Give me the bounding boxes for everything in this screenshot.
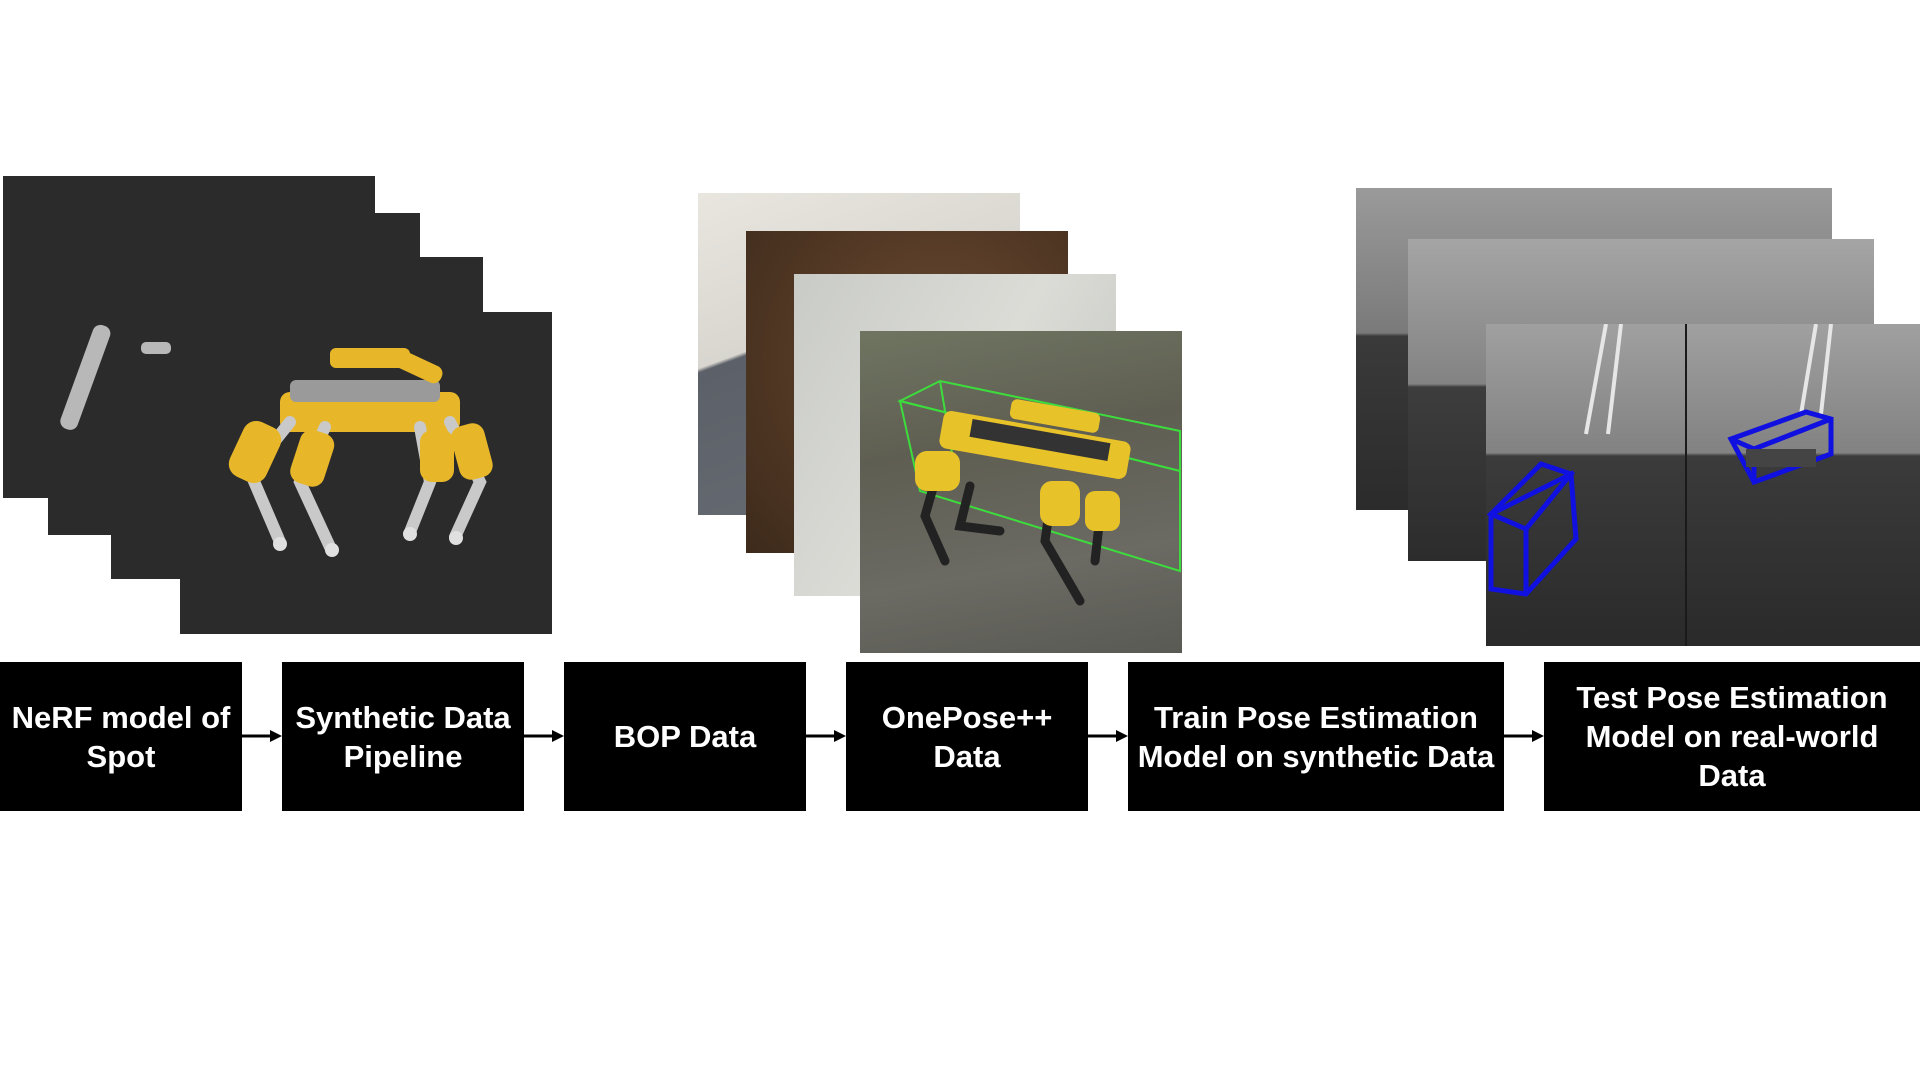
arrow-icon (1088, 729, 1128, 743)
step-test-pose: Test Pose Estimation Model on real-world… (1544, 662, 1920, 811)
arrow-icon (524, 729, 564, 743)
step-onepose-data: OnePose++ Data (846, 662, 1088, 811)
step-nerf-model: NeRF model of Spot (0, 662, 242, 811)
step-label: Train Pose Estimation Model on synthetic… (1137, 699, 1495, 774)
step-bop-data: BOP Data (564, 662, 806, 811)
step-label: BOP Data (613, 719, 757, 754)
step-label: NeRF model of Spot (11, 699, 231, 774)
step-synthetic-pipeline: Synthetic Data Pipeline (282, 662, 524, 811)
nerf-render-frame (180, 312, 552, 634)
step-train-pose: Train Pose Estimation Model on synthetic… (1128, 662, 1504, 811)
realworld-camera-frame (1486, 324, 1920, 646)
robot-photo-icon (897, 379, 1181, 606)
step-label: OnePose++ Data (881, 699, 1053, 774)
step-label: Synthetic Data Pipeline (295, 699, 511, 774)
grayscale-camera-icon (1486, 324, 1834, 646)
step-label: Test Pose Estimation Model on real-world… (1576, 680, 1888, 793)
arrow-icon (806, 729, 846, 743)
robot-render-icon (228, 348, 493, 557)
arrow-icon (1504, 729, 1544, 743)
onepose-photo-frame (860, 331, 1182, 653)
robot-render-icon (141, 342, 171, 354)
arrow-icon (242, 729, 282, 743)
